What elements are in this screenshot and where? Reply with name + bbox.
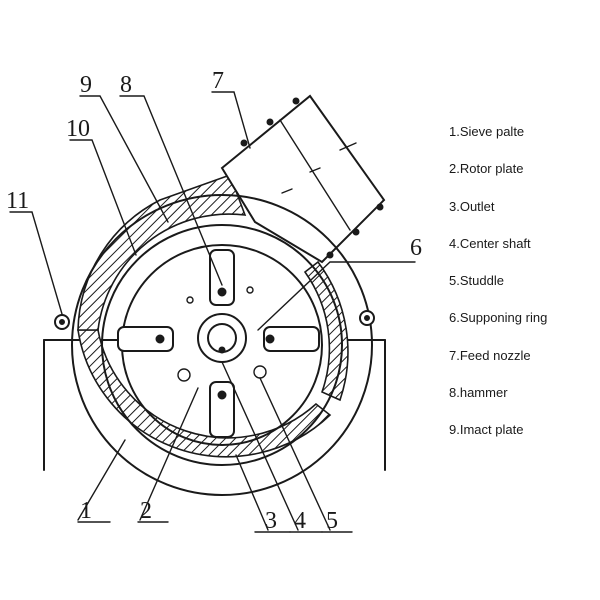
supporting-ring: [101, 224, 343, 466]
callout-2: 2: [140, 498, 152, 524]
legend-item-center-shaft: 4.Center shaft: [449, 235, 531, 251]
callout-5: 5: [326, 508, 338, 534]
hammer-left: [117, 326, 174, 352]
hammer-bottom: [209, 381, 235, 438]
legend-item-hammer: 8.hammer: [449, 385, 508, 401]
callout-7: 7: [212, 68, 224, 94]
callout-4: 4: [294, 508, 306, 534]
feed-nozzle: [220, 94, 386, 264]
studdles: [177, 286, 267, 382]
legend-item-sieve-plate: 1.Sieve palte: [449, 124, 525, 139]
legend-item-impact-plate: 9.Imact plate: [449, 422, 524, 438]
hammer-top: [209, 249, 235, 306]
hammer-right: [263, 326, 320, 352]
callout-1: 1: [80, 498, 92, 524]
callout-10: 10: [66, 116, 90, 142]
legend-item-supporting-ring: 6.Supponing ring: [449, 310, 548, 326]
callout-8: 8: [120, 72, 132, 98]
callout-11: 11: [6, 188, 29, 214]
parts-legend: 1.Sieve palte 2.Rotor plate 3.Outlet 4.C…: [449, 122, 599, 458]
leader-lines: [9, 91, 416, 533]
callout-3: 3: [265, 508, 277, 534]
hinge-right: [359, 310, 375, 326]
hinge-left: [54, 314, 70, 330]
legend-item-outlet: 3.Outlet: [449, 198, 495, 214]
callout-numbers: 1 2 3 4 5 6 7 8 9 10 11: [6, 68, 422, 534]
callout-6: 6: [410, 235, 422, 261]
callout-9: 9: [80, 72, 92, 98]
legend-item-studdle: 5.Studdle: [449, 273, 504, 289]
legend-item-rotor-plate: 2.Rotor plate: [449, 161, 524, 177]
center-shaft: [197, 313, 247, 363]
hammers: [117, 249, 320, 438]
housing-outline: [71, 194, 373, 496]
legend-item-feed-nozzle: 7.Feed nozzle: [449, 347, 531, 363]
